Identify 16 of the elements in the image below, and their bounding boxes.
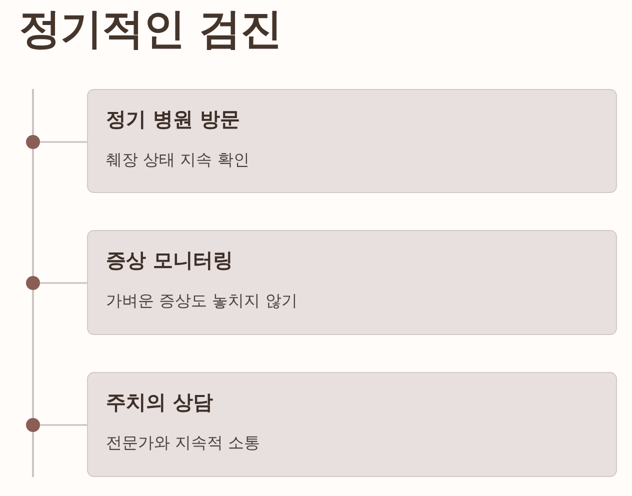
timeline-dot	[26, 276, 40, 290]
card-heading: 정기 병원 방문	[106, 107, 240, 131]
connector-line	[40, 424, 87, 426]
card-text: 췌장 상태 지속 확인	[106, 149, 250, 171]
card-heading: 주치의 상담	[106, 390, 213, 414]
timeline-dot	[26, 418, 40, 432]
card-text: 가벼운 증상도 놓치지 않기	[106, 290, 298, 312]
timeline-dot	[26, 135, 40, 149]
card-heading: 증상 모니터링	[106, 248, 233, 272]
connector-line	[40, 282, 87, 284]
title: 정기적인 검진	[19, 3, 282, 55]
step-card	[87, 230, 617, 335]
step-card	[87, 89, 617, 193]
step-card	[87, 372, 617, 477]
connector-line	[40, 141, 87, 143]
card-text: 전문가와 지속적 소통	[106, 432, 260, 454]
